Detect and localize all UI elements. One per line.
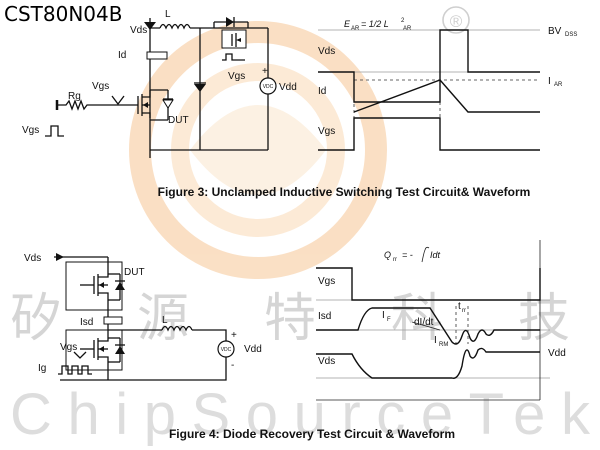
fig4-dut-label: DUT	[124, 267, 145, 278]
figure3-waveform: E AR = 1/2 L AR 2 Vds Id Vgs BV DSS I AR	[318, 18, 577, 151]
fig4-minus-label: -	[231, 360, 234, 371]
resistor-icon	[58, 99, 138, 111]
vds-arrow-icon	[56, 253, 64, 261]
fig3-wave-vds-label: Vds	[318, 46, 335, 57]
energy-equation-e: E	[344, 19, 351, 29]
vgs-waveform	[316, 267, 541, 301]
dut-mosfet-icon	[65, 261, 125, 311]
fig3-id-label: Id	[118, 50, 126, 61]
didt-label: dI/dt	[414, 317, 434, 328]
energy-equation-sup: 2	[401, 18, 405, 24]
fig3-inductor-label: L	[165, 9, 171, 20]
vds-arrow-icon	[144, 22, 156, 30]
qrr-equation-q: Q	[384, 250, 391, 260]
figure4-circuit: Vds DUT Isd L VDC	[24, 253, 262, 381]
figure3-caption: Figure 3: Unclamped Inductive Switching …	[158, 185, 531, 199]
fig3-dut-label: DUT	[168, 115, 189, 126]
fig3-vgs-pulse-label: Vgs	[22, 125, 39, 136]
figure4-caption: Figure 4: Diode Recovery Test Circuit & …	[169, 427, 455, 441]
part-number: CST80N04B	[4, 2, 122, 26]
figure4-waveform: Q rr = - Idt Vgs Isd Vds I F dI/dt t rr …	[316, 240, 566, 401]
fig3-vds-label: Vds	[130, 25, 147, 36]
vds-waveform	[318, 29, 540, 103]
fig4-wave-vdd-label: Vdd	[548, 348, 566, 359]
trr-label: t	[458, 301, 461, 312]
current-probe-icon	[146, 51, 168, 60]
fig3-rg-label: Rg	[68, 91, 81, 102]
low-side-mosfet-icon	[65, 329, 125, 380]
fig4-vdc-label: VDC	[221, 347, 232, 353]
fig3-plus-label: +	[262, 66, 268, 77]
switch-pulse-icon	[222, 53, 245, 61]
energy-equation-sub2: AR	[403, 26, 412, 32]
bv-label: BV	[548, 26, 562, 37]
qrr-equation-integrand: Idt	[430, 250, 441, 260]
fig4-isd-label: Isd	[80, 317, 93, 328]
watermark-logo	[129, 21, 387, 279]
irm-label: I	[434, 335, 437, 346]
qrr-equation-rhs: = -	[402, 250, 413, 260]
diode-icon	[194, 84, 206, 92]
fig3-vdc-label: VDC	[263, 84, 274, 90]
registered-mark: ®	[450, 12, 463, 31]
didt-arrow-icon	[411, 321, 441, 331]
fig4-wave-vds-label: Vds	[318, 356, 335, 367]
fig4-wave-isd-label: Isd	[318, 311, 331, 322]
vgs-waveform	[318, 117, 540, 151]
fig3-vgs-gate-label: Vgs	[92, 81, 109, 92]
fig4-vds-label: Vds	[24, 253, 41, 264]
clamp-switch	[213, 17, 249, 49]
fig4-vgs-label: Vgs	[60, 342, 77, 353]
iar-label: I	[548, 76, 551, 87]
irm-sub-label: RM	[439, 342, 448, 348]
switch-diode-icon	[226, 17, 234, 27]
bv-sub-label: DSS	[565, 32, 577, 38]
energy-equation-rhs: = 1/2 L	[361, 19, 389, 29]
pulse-icon	[45, 125, 64, 137]
qrr-equation-sub: rr	[393, 257, 397, 263]
fig3-wave-vgs-label: Vgs	[318, 126, 335, 137]
figure3-circuit: Vds L Id Vgs Rg DUT	[22, 9, 297, 158]
current-probe-icon	[103, 316, 123, 325]
gate-source-icon	[111, 95, 125, 106]
vds-waveform	[316, 347, 540, 379]
registered-circle	[442, 6, 470, 34]
fig4-plus-label: +	[231, 330, 237, 341]
iar-sub-label: AR	[554, 82, 563, 88]
fig3-wave-id-label: Id	[318, 86, 326, 97]
isd-waveform	[316, 307, 540, 345]
fig4-ig-label: Ig	[38, 363, 46, 374]
pulse-icon	[58, 365, 92, 375]
inductor-icon	[159, 23, 191, 30]
id-waveform	[353, 79, 540, 113]
fig3-vdd-label: Vdd	[279, 82, 297, 93]
energy-equation-sub: AR	[351, 26, 360, 32]
fig4-vdd-label: Vdd	[244, 344, 262, 355]
gate-source-icon	[73, 351, 87, 359]
watermark: ® 矽源特科技 ChipSourceTek	[10, 6, 591, 447]
mosfet-icon	[137, 89, 174, 121]
integral-icon	[421, 246, 430, 263]
if-sub-label: F	[387, 317, 391, 323]
fig4-inductor-label: L	[162, 315, 168, 326]
if-label: I	[382, 310, 385, 321]
trr-sub-label: rr	[462, 308, 466, 314]
inductor-icon	[161, 325, 193, 332]
fig3-vgs-switch-label: Vgs	[228, 71, 245, 82]
fig4-wave-vgs-label: Vgs	[318, 276, 335, 287]
